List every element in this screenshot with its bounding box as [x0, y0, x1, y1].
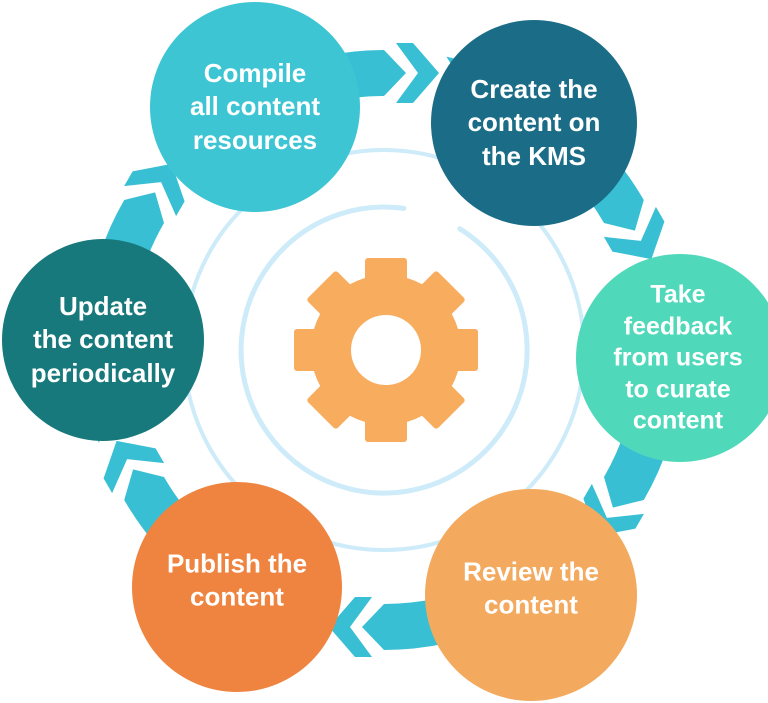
step-circle-create	[431, 20, 637, 226]
arrow-head	[124, 163, 185, 217]
step-circle-review	[425, 489, 637, 701]
step-circle-compile	[150, 2, 360, 212]
step-circle-update	[2, 239, 204, 441]
gear-hole	[351, 315, 421, 385]
inner-decorative-ring	[238, 204, 530, 496]
arrow-head	[396, 43, 439, 103]
arrow-head	[603, 206, 665, 260]
step-circle-feedback	[576, 254, 768, 462]
step-circle-publish	[132, 482, 342, 692]
arrow-head	[329, 597, 372, 657]
arrow-head	[103, 440, 165, 494]
